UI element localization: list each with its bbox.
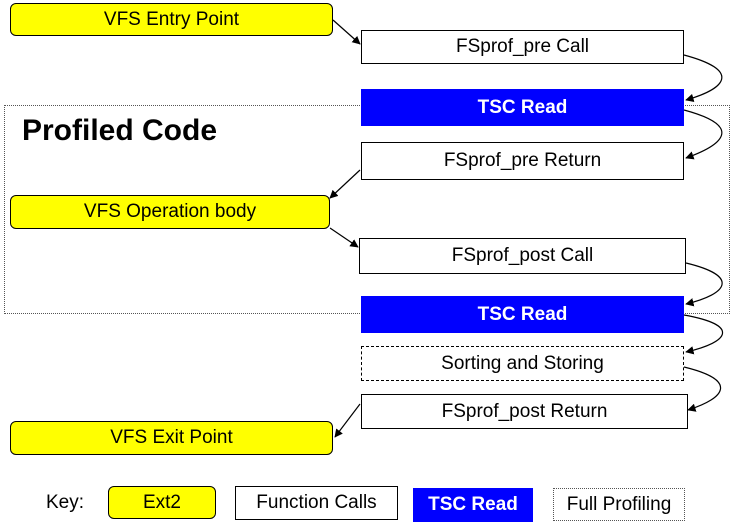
- arrow-tsc1-to-pre-return: [683, 109, 723, 160]
- key-full-profiling: Full Profiling: [553, 488, 685, 521]
- vfs-operation-body-node: VFS Operation body: [10, 195, 330, 229]
- fsprof-post-call-node: FSprof_post Call: [359, 238, 686, 274]
- vfs-entry-point-node: VFS Entry Point: [10, 3, 333, 36]
- sorting-and-storing-node: Sorting and Storing: [361, 346, 684, 381]
- key-function-calls: Function Calls: [235, 486, 398, 520]
- arrow-pre-return-to-body: [329, 169, 361, 199]
- key-ext2: Ext2: [108, 486, 216, 519]
- vfs-exit-point-node: VFS Exit Point: [10, 421, 333, 455]
- tsc-read-node-1: TSC Read: [361, 89, 684, 126]
- fsprof-post-return-node: FSprof_post Return: [361, 394, 688, 429]
- tsc-read-node-2: TSC Read: [361, 296, 684, 333]
- fsprof-pre-return-node: FSprof_pre Return: [361, 142, 684, 180]
- arrow-sorting-to-post-return: [683, 366, 722, 412]
- profiled-code-label: Profiled Code: [22, 114, 218, 147]
- arrow-pre-call-to-tsc1: [683, 54, 723, 102]
- arrow-tsc2-to-sorting: [683, 314, 724, 355]
- fsprof-pre-call-node: FSprof_pre Call: [361, 30, 684, 64]
- arrow-post-return-to-exit: [334, 403, 361, 438]
- key-tsc-read: TSC Read: [413, 488, 533, 522]
- arrow-post-call-to-tsc2: [685, 262, 723, 307]
- key-label: Key:: [46, 492, 85, 513]
- arrow-body-to-post-call: [329, 227, 359, 248]
- arrow-entry-to-pre-call: [332, 19, 361, 45]
